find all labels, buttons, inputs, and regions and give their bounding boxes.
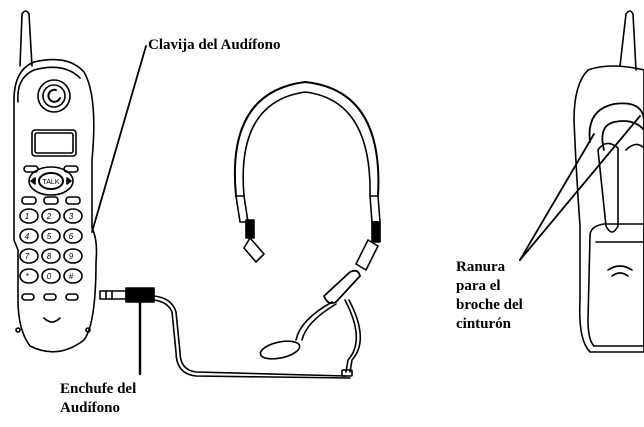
headset-jack-label: Clavija del Audífono <box>148 36 281 55</box>
belt-clip-slot-label: Ranura para el broche del cinturón <box>456 258 523 334</box>
antenna-back <box>620 11 636 70</box>
handset-front: TALK 1 2 3 4 5 6 7 8 9 * 0 # <box>14 11 97 352</box>
key-#-label: # <box>69 272 74 281</box>
talk-key: TALK <box>43 179 60 186</box>
key-9-label: 9 <box>69 252 74 261</box>
handset-back-body <box>574 66 644 352</box>
key-*-label: * <box>25 272 29 281</box>
key-6-label: 6 <box>69 232 74 241</box>
earpiece <box>38 80 70 112</box>
antenna <box>20 11 32 66</box>
headband <box>235 82 379 196</box>
headset <box>154 82 380 378</box>
mic-boom-housing <box>324 271 360 303</box>
microphone-tip <box>259 338 301 362</box>
key-7-label: 7 <box>25 252 30 261</box>
key-0-label: 0 <box>47 272 52 281</box>
key-3-label: 3 <box>69 212 74 221</box>
left-earpiece <box>236 196 264 262</box>
right-earpiece <box>356 196 380 270</box>
headset-plug <box>100 288 154 302</box>
leader-belt-slot-1 <box>520 134 594 260</box>
keypad: 1 2 3 4 5 6 7 8 9 * 0 # <box>20 209 82 283</box>
key-5-label: 5 <box>47 232 52 241</box>
microphone-slot <box>44 318 60 322</box>
display-window <box>32 130 76 156</box>
key-2-label: 2 <box>46 212 52 221</box>
key-1-label: 1 <box>25 212 29 221</box>
leader-headset-jack <box>92 46 146 232</box>
key-*-button <box>20 269 38 283</box>
headset-plug-label: Enchufe del Audífono <box>60 380 136 418</box>
key-8-label: 8 <box>47 252 52 261</box>
handset-body <box>14 60 97 352</box>
key-4-label: 4 <box>25 232 30 241</box>
